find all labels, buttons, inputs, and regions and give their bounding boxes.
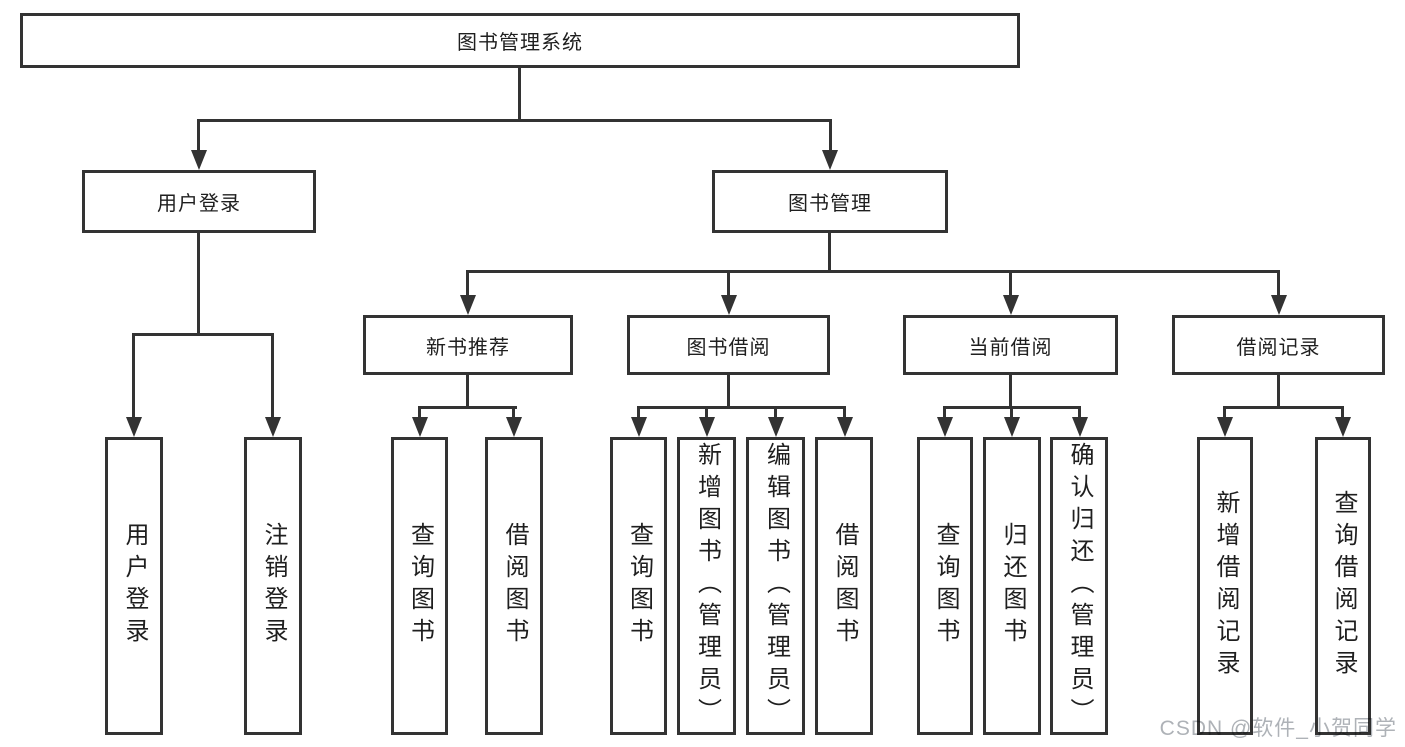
leaf-query-borrow-record: 查询借阅记录 (1315, 437, 1371, 735)
arrowhead-down (265, 417, 281, 437)
arrowhead-down (837, 417, 853, 437)
connector-line (1277, 270, 1280, 297)
connector-line (727, 270, 730, 297)
node-label: 查询图书 (932, 522, 959, 650)
connector-line (197, 233, 200, 336)
connector-line (1009, 375, 1012, 409)
node-new-book-recommend: 新书推荐 (363, 315, 573, 375)
connector-line (271, 333, 274, 419)
leaf-borrow-books: 借阅图书 (815, 437, 873, 735)
arrowhead-down (768, 417, 784, 437)
connector-line (197, 119, 200, 153)
arrowhead-down (822, 150, 838, 170)
node-book-management: 图书管理 (712, 170, 948, 233)
arrowhead-down (1335, 417, 1351, 437)
arrowhead-down (1003, 295, 1019, 315)
arrowhead-down (937, 417, 953, 437)
connector-line (466, 375, 469, 409)
connector-line (774, 406, 777, 420)
connector-line (1277, 375, 1280, 409)
connector-line (1341, 406, 1344, 420)
arrowhead-down (699, 417, 715, 437)
arrowhead-down (721, 295, 737, 315)
connector-line (518, 68, 521, 122)
leaf-query-books-borrow: 查询图书 (610, 437, 667, 735)
node-label: 当前借阅 (968, 336, 1053, 359)
connector-line (637, 406, 846, 409)
connector-line (1223, 406, 1226, 420)
node-label: 新书推荐 (426, 336, 510, 359)
connector-line (466, 270, 469, 297)
node-borrow-records: 借阅记录 (1172, 315, 1385, 375)
connector-line (418, 406, 421, 420)
node-label: 归还图书 (999, 522, 1026, 650)
node-current-borrow: 当前借阅 (903, 315, 1118, 375)
node-root-library-system: 图书管理系统 (20, 13, 1020, 68)
arrowhead-down (1072, 417, 1088, 437)
leaf-query-books-current: 查询图书 (917, 437, 973, 735)
node-label: 借阅图书 (831, 522, 858, 650)
node-label: 图书管理 (788, 193, 872, 215)
leaf-return-book: 归还图书 (983, 437, 1041, 735)
node-book-borrow: 图书借阅 (627, 315, 830, 375)
connector-line (466, 270, 1280, 273)
leaf-add-book-admin: 新增图书（管理员） (677, 437, 736, 735)
connector-line (637, 406, 640, 420)
connector-line (843, 406, 846, 420)
node-label: 查询图书 (625, 522, 653, 650)
arrowhead-down (1004, 417, 1020, 437)
arrowhead-down (191, 150, 207, 170)
node-label: 确认归还（管理员） (1066, 442, 1093, 730)
connector-line (418, 406, 517, 409)
arrowhead-down (460, 295, 476, 315)
arrowhead-down (412, 417, 428, 437)
connector-line (1078, 406, 1081, 420)
connector-line (943, 406, 946, 420)
arrowhead-down (1271, 295, 1287, 315)
connector-line (705, 406, 708, 420)
connector-line (828, 233, 831, 273)
csdn-watermark: CSDN @软件_小贺同学 (1159, 717, 1397, 740)
node-label: 查询借阅记录 (1330, 490, 1357, 682)
node-label: 图书管理系统 (457, 32, 583, 54)
connector-line (727, 375, 730, 409)
node-user-login: 用户登录 (82, 170, 316, 233)
node-label: 图书借阅 (686, 336, 771, 359)
leaf-borrow-books-recommend: 借阅图书 (485, 437, 543, 735)
node-label: 注销登录 (260, 522, 287, 650)
arrowhead-down (631, 417, 647, 437)
leaf-confirm-return-admin: 确认归还（管理员） (1050, 437, 1108, 735)
leaf-user-login: 用户登录 (105, 437, 163, 735)
leaf-add-borrow-record: 新增借阅记录 (1197, 437, 1253, 735)
arrowhead-down (506, 417, 522, 437)
leaf-query-books-recommend: 查询图书 (391, 437, 448, 735)
node-label: 用户登录 (121, 522, 148, 650)
leaf-logout: 注销登录 (244, 437, 302, 735)
node-label: 新增借阅记录 (1212, 490, 1239, 682)
node-label: 借阅图书 (501, 522, 528, 650)
arrowhead-down (126, 417, 142, 437)
node-label: 编辑图书（管理员） (762, 442, 790, 730)
node-label: 借阅记录 (1236, 336, 1321, 359)
node-label: 用户登录 (157, 193, 241, 215)
connector-line (132, 333, 274, 336)
node-label: 查询图书 (406, 522, 434, 650)
connector-line (1223, 406, 1344, 409)
connector-line (512, 406, 515, 420)
leaf-edit-book-admin: 编辑图书（管理员） (746, 437, 805, 735)
connector-line (132, 333, 135, 419)
connector-line (829, 119, 832, 153)
arrowhead-down (1217, 417, 1233, 437)
connector-line (197, 119, 832, 122)
node-label: 新增图书（管理员） (693, 442, 721, 730)
connector-line (1009, 270, 1012, 297)
connector-line (1010, 406, 1013, 420)
